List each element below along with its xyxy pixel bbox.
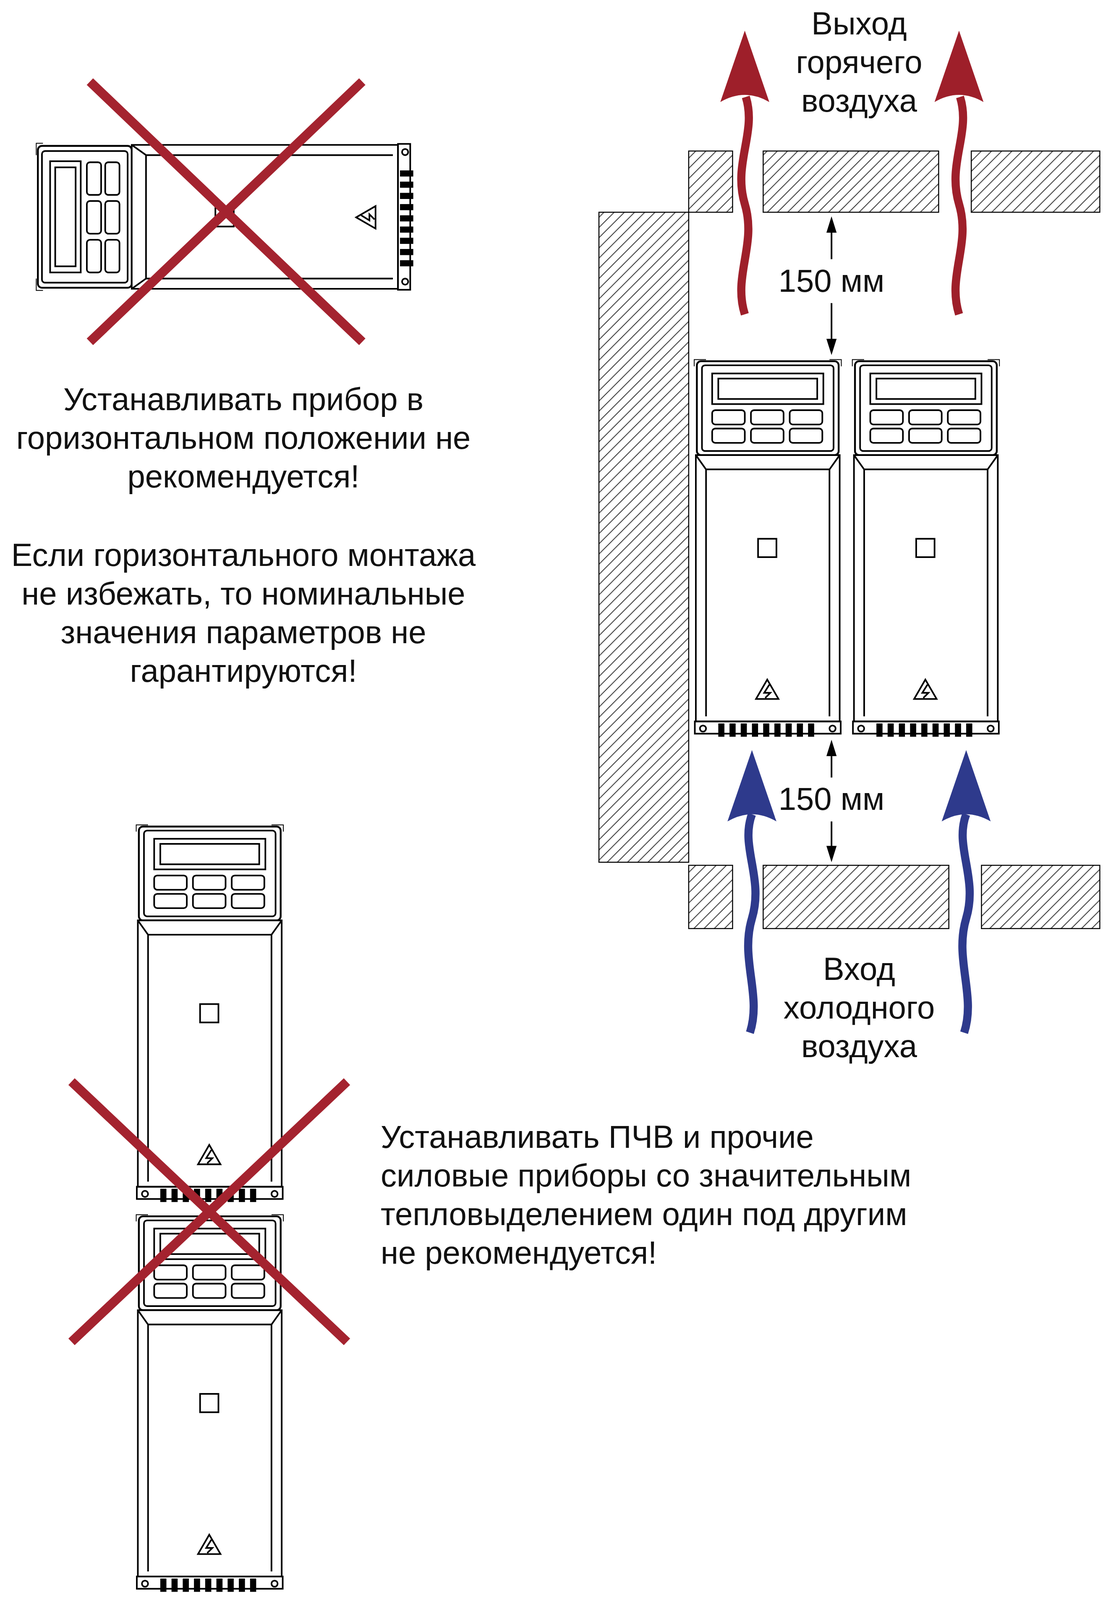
airflow-label: Вход холодного воздуха <box>775 949 944 1066</box>
device-vertical <box>693 359 842 737</box>
device-vertical <box>135 824 284 1202</box>
device-vertical <box>852 359 1000 737</box>
prohibit-cross <box>71 1081 347 1342</box>
dimension-label: 150 мм <box>775 779 888 819</box>
warning-note: Устанавливать ПЧВ и прочие силовые прибо… <box>380 1117 939 1272</box>
dimension-line <box>826 216 837 862</box>
warning-note: Если горизонтального монтажа не избежать… <box>4 535 483 691</box>
hatched-wall <box>598 151 1100 929</box>
device-vertical <box>135 1213 284 1592</box>
prohibit-cross <box>89 81 363 342</box>
airflow-label: Выход горячего воздуха <box>775 4 944 121</box>
warning-note: Устанавливать прибор в горизонтальном по… <box>4 379 483 496</box>
dimension-label: 150 мм <box>775 261 888 301</box>
